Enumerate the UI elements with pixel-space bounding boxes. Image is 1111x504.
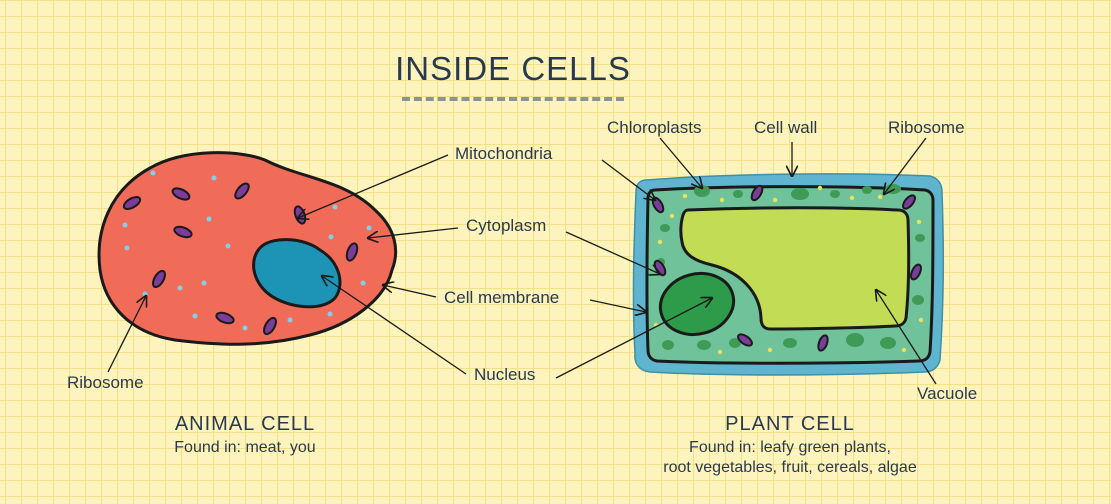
chloroplast [846,333,864,347]
animal-cell-subtitle: Found in: meat, you [150,438,340,458]
chloroplast [697,340,711,350]
chloroplast [783,338,797,348]
chloroplast [915,234,925,242]
ribosome-dot [818,186,822,190]
ribosome-dot [333,205,338,210]
ribosome-dot [125,246,130,251]
animal-cell [99,153,396,345]
ribosome-dot [902,348,906,352]
ribosome-dot [328,312,333,317]
ribosome-dot [768,348,772,352]
chloroplast [694,185,710,197]
label-cell-membrane: Cell membrane [444,288,559,308]
label-mitochondria: Mitochondria [455,144,552,164]
ribosome-dot [367,226,372,231]
ribosome-dot [212,176,217,181]
label-ribosome-plant: Ribosome [888,118,965,138]
chloroplast [880,337,896,349]
ribosome-dot [226,244,231,249]
chloroplast [662,340,674,350]
chloroplast [791,188,809,200]
ribosome-dot [288,318,293,323]
ribosome-dot [773,198,777,202]
ribosome-dot [202,281,207,286]
title-underline [402,97,624,101]
ribosome-dot [193,314,198,319]
ribosome-dot [917,220,921,224]
plant-cell-subtitle-line1: Found in: leafy green plants, [630,438,950,458]
plant-cell-title: PLANT CELL [700,413,880,436]
ribosome-dot [361,281,366,286]
ribosome-dot [658,240,662,244]
ribosome-dot [243,326,248,331]
ribosome-dot [718,350,722,354]
chloroplast [912,295,924,305]
ribosome-dot [850,196,854,200]
ribosome-dot [720,198,724,202]
label-chloroplasts: Chloroplasts [607,118,702,138]
animal-cell-title: ANIMAL CELL [160,413,330,436]
ribosome-dot [207,217,212,222]
ribosome-dot [143,292,148,297]
label-nucleus: Nucleus [474,365,535,385]
arrow-membrane-animal [383,285,436,297]
plant-cell-subtitle-line2: root vegetables, fruit, cereals, algae [630,458,950,478]
label-vacuole: Vacuole [917,384,977,404]
label-cell-wall: Cell wall [754,118,817,138]
chloroplast [862,186,872,194]
page-title: INSIDE CELLS [0,50,1026,88]
chloroplast [660,224,670,232]
ribosome-dot [683,194,687,198]
label-cytoplasm: Cytoplasm [466,216,546,236]
ribosome-dot [670,214,674,218]
ribosome-dot [178,286,183,291]
ribosome-dot [151,171,156,176]
chloroplast [733,190,743,198]
chloroplast [830,190,840,198]
ribosome-dot [123,223,128,228]
ribosome-dot [329,235,334,240]
ribosome-dot [919,318,923,322]
plant-cell [633,174,943,375]
ribosome-dot [878,195,882,199]
label-ribosome-animal: Ribosome [67,373,144,393]
